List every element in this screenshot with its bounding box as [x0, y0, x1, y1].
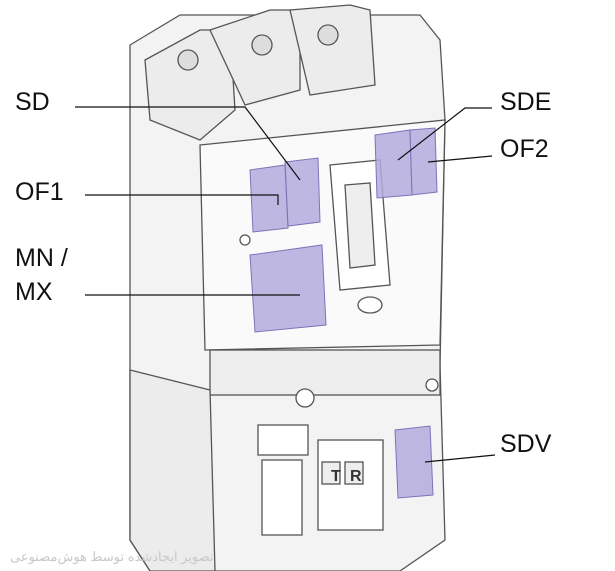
- label-mn-mx-line2: MX: [15, 278, 53, 306]
- label-of2: OF2: [500, 135, 549, 163]
- leader-of1: [85, 194, 279, 205]
- leader-sde: [397, 107, 492, 161]
- leader-of2: [427, 155, 493, 163]
- label-of1: OF1: [15, 178, 64, 206]
- label-mn-mx-line1: MN /: [15, 244, 68, 272]
- accessory-sde: [374, 129, 413, 199]
- leader-sd: [75, 106, 301, 181]
- label-sde: SDE: [500, 88, 552, 116]
- accessory-mn-mx: [249, 244, 327, 333]
- accessory-sd: [284, 157, 321, 227]
- watermark: تصویر ایجادشده توسط هوش‌مصنوعی: [10, 549, 214, 564]
- panel-letter-t: T: [331, 468, 341, 485]
- label-sd: SD: [15, 88, 50, 116]
- panel-letter-r: R: [350, 468, 362, 485]
- accessory-sdv: [394, 425, 434, 499]
- accessory-of1: [249, 164, 289, 233]
- leader-sdv: [424, 454, 496, 463]
- label-sdv: SDV: [500, 430, 552, 458]
